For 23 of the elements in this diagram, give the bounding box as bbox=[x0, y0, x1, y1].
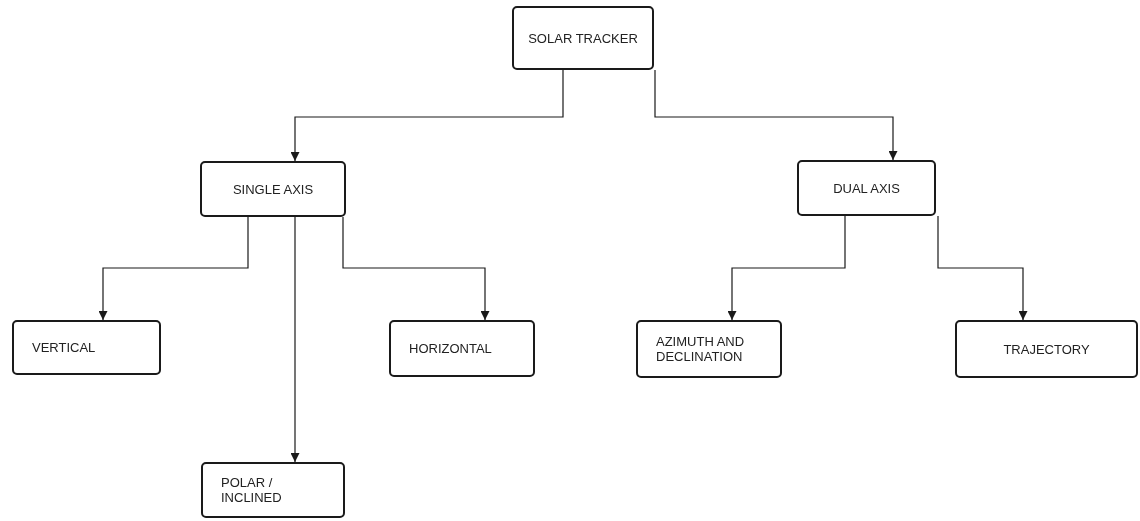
connector-arrow bbox=[290, 216, 300, 463]
box-label: DUAL AXIS bbox=[833, 180, 900, 196]
connector-arrow bbox=[727, 215, 846, 321]
box-label: HORIZONTAL bbox=[409, 341, 492, 356]
connector-arrow bbox=[937, 215, 1028, 321]
box-label: TRAJECTORY bbox=[1003, 341, 1090, 357]
category-box bbox=[12, 320, 161, 375]
category-box bbox=[201, 462, 345, 518]
category-box bbox=[389, 320, 535, 377]
box-label: SOLAR TRACKER bbox=[528, 30, 638, 46]
box-label: SINGLE AXIS bbox=[232, 181, 314, 197]
connector-arrow bbox=[654, 69, 898, 161]
category-box bbox=[797, 160, 936, 216]
connector-arrow bbox=[98, 216, 249, 321]
connector-arrow bbox=[342, 216, 490, 321]
category-box bbox=[636, 320, 782, 378]
connector-arrow bbox=[290, 69, 564, 162]
category-box bbox=[955, 320, 1138, 378]
box-label: AZIMUTH AND DECLINATION bbox=[656, 334, 746, 364]
box-label: VERTICAL bbox=[32, 340, 96, 355]
box-label: POLAR / INCLINED bbox=[221, 475, 283, 505]
category-box bbox=[512, 6, 654, 70]
category-box bbox=[200, 161, 346, 217]
